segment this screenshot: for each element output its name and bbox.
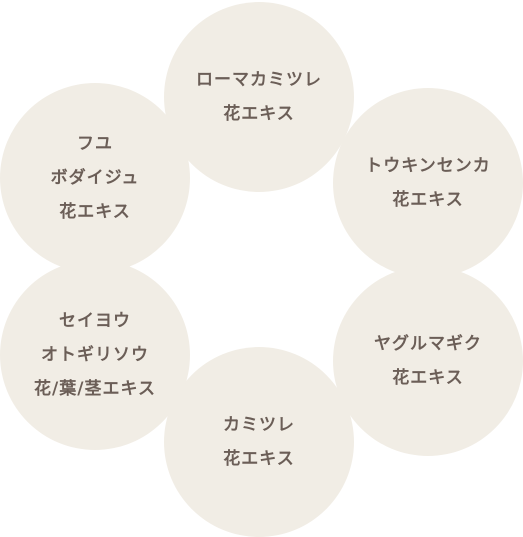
ingredient-circle-chamomile: カミツレ 花エキス <box>164 347 354 537</box>
ingredient-label-line: ヤグルマギク <box>374 334 482 354</box>
ingredient-circle-roman-chamomile: ローマカミツレ 花エキス <box>164 2 354 192</box>
ingredient-circle-calendula: トウキンセンカ 花エキス <box>333 88 523 278</box>
ingredient-label-line: カミツレ <box>223 415 295 435</box>
ingredient-label-line: トウキンセンカ <box>365 156 491 176</box>
ingredient-circle-linden: フユ ボダイジュ 花エキス <box>0 83 190 273</box>
ingredient-label-line: オトギリソウ <box>41 345 149 365</box>
ingredient-circle-st-johns-wort: セイヨウ オトギリソウ 花/葉/茎エキス <box>0 260 190 450</box>
ingredient-label-line: ローマカミツレ <box>196 70 322 90</box>
ingredient-label-line: 花エキス <box>223 449 295 469</box>
ingredient-label-line: ボダイジュ <box>50 168 140 188</box>
ingredient-label-line: 花エキス <box>392 368 464 388</box>
ingredient-label-line: フユ <box>77 134 113 154</box>
ingredient-label-line: 花エキス <box>59 202 131 222</box>
ingredient-label-line: 花エキス <box>392 190 464 210</box>
ingredient-label-line: セイヨウ <box>59 311 131 331</box>
ingredient-label-line: 花エキス <box>223 104 295 124</box>
ingredient-label-line: 花/葉/茎エキス <box>34 379 156 399</box>
ingredient-circle-cornflower: ヤグルマギク 花エキス <box>333 266 523 456</box>
